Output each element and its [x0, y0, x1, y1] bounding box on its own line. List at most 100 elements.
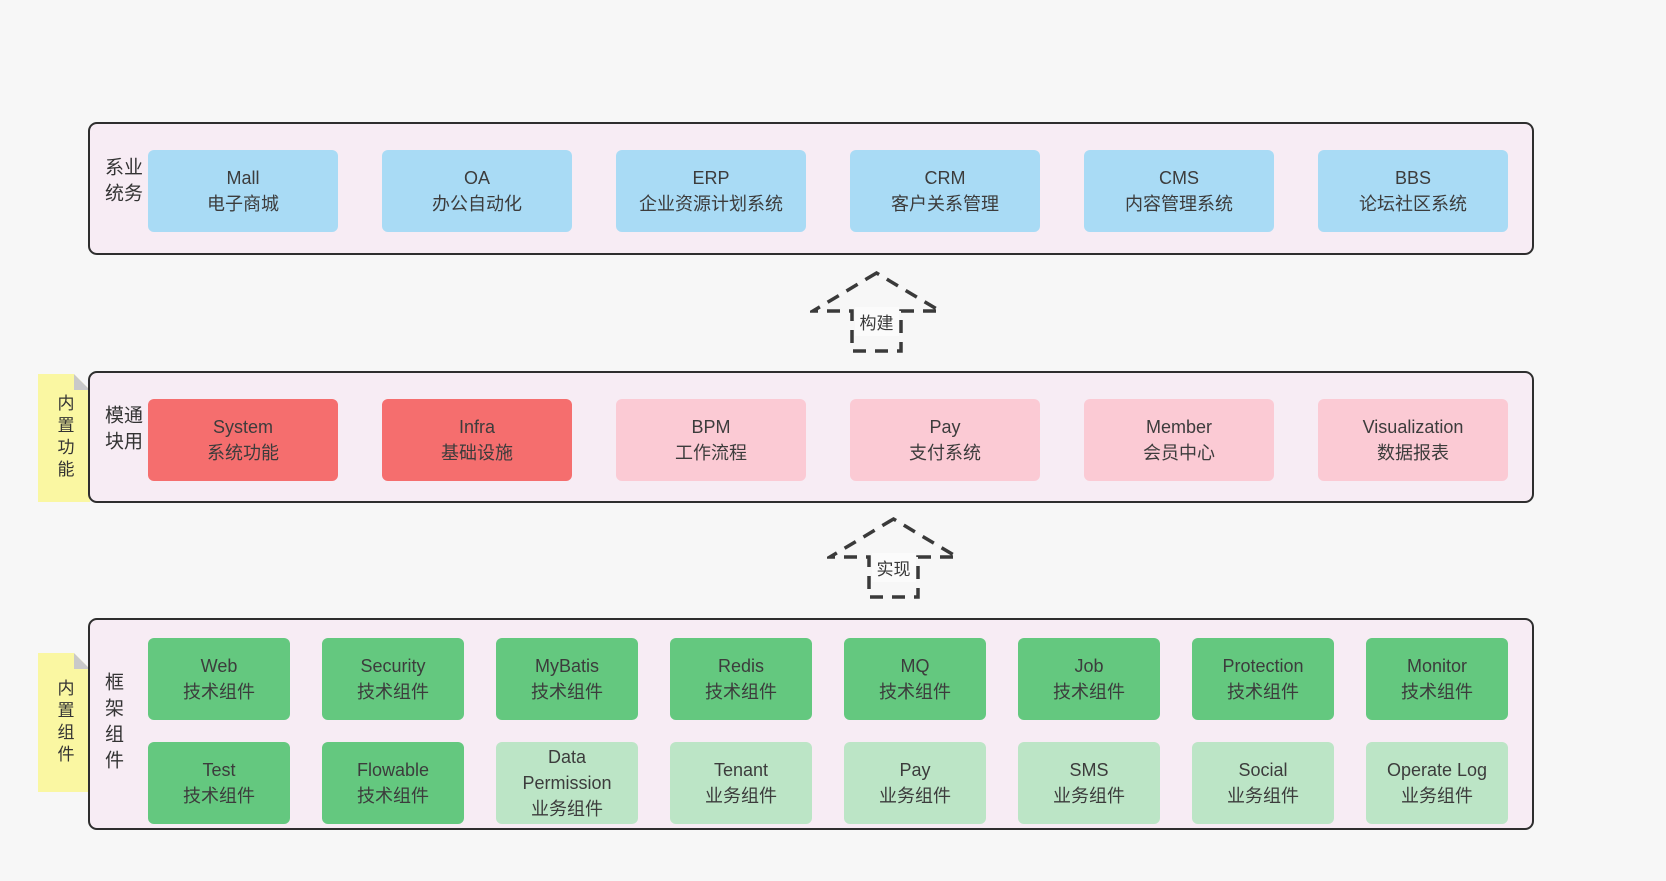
- box-subtitle: 企业资源计划系统: [639, 194, 783, 214]
- box-subtitle: 电子商城: [207, 194, 279, 214]
- box-title: Test: [202, 760, 236, 780]
- box-title: Visualization: [1362, 417, 1464, 437]
- diagram-box-sms: SMS 业务组件: [1018, 742, 1160, 824]
- diagram-box-cms: CMS 内容管理系统: [1084, 150, 1274, 232]
- box-title: Data Permission: [522, 747, 612, 793]
- box-subtitle: 技术组件: [183, 682, 255, 702]
- band-side-label: 业务系统: [102, 156, 142, 209]
- box-subtitle: 论坛社区系统: [1359, 194, 1467, 214]
- diagram-box-visualization: Visualization 数据报表: [1318, 399, 1508, 481]
- box-subtitle: 办公自动化: [432, 194, 522, 214]
- band-side-label: 框架组件: [102, 672, 123, 776]
- up-arrow-icon: [827, 516, 960, 599]
- diagram-box-pay: Pay 业务组件: [844, 742, 986, 824]
- box-title: Redis: [717, 656, 765, 676]
- box-subtitle: 内容管理系统: [1125, 194, 1233, 214]
- box-title: Operate Log: [1386, 760, 1488, 780]
- arrow-label: 构建: [854, 307, 899, 336]
- box-title: BPM: [691, 417, 731, 437]
- diagram-box-monitor: Monitor 技术组件: [1366, 638, 1508, 720]
- box-title: System: [212, 417, 273, 437]
- diagram-box-web: Web 技术组件: [148, 638, 290, 720]
- business-boxes: Mall 电子商城 OA 办公自动化 ERP 企业资源计划系统 CRM 客户关系管理 CMS 内容…: [148, 150, 1508, 232]
- box-title: OA: [463, 168, 490, 188]
- box-subtitle: 客户关系管理: [891, 194, 999, 214]
- box-title: Protection: [1222, 656, 1304, 676]
- box-subtitle: 技术组件: [357, 682, 429, 702]
- arrow-label: 实现: [871, 553, 916, 582]
- diagram-box-mq: MQ 技术组件: [844, 638, 986, 720]
- box-subtitle: 业务组件: [1401, 786, 1473, 806]
- box-title: Member: [1145, 417, 1212, 437]
- box-title: Web: [200, 656, 238, 676]
- box-subtitle: 技术组件: [879, 682, 951, 702]
- sticky-note-builtin-components: 内置组件: [38, 653, 90, 792]
- box-subtitle: 技术组件: [1227, 682, 1299, 702]
- diagram-box-oa: OA 办公自动化: [382, 150, 572, 232]
- box-subtitle: 基础设施: [441, 443, 513, 463]
- diagram-box-security: Security 技术组件: [322, 638, 464, 720]
- box-title: MyBatis: [534, 656, 599, 676]
- box-subtitle: 技术组件: [705, 682, 777, 702]
- diagram-box-member: Member 会员中心: [1084, 399, 1274, 481]
- diagram-box-social: Social 业务组件: [1192, 742, 1334, 824]
- box-title: CRM: [924, 168, 966, 188]
- diagram-box-protection: Protection 技术组件: [1192, 638, 1334, 720]
- business-systems-band: 业务系统 Mall 电子商城 OA 办公自动化 ERP 企业资源计划系统 CRM 客户关系管理…: [88, 122, 1534, 255]
- box-title: CMS: [1159, 168, 1199, 188]
- diagram-box-system: System 系统功能: [148, 399, 338, 481]
- diagram-box-job: Job 技术组件: [1018, 638, 1160, 720]
- box-title: Monitor: [1406, 656, 1468, 676]
- diagram-box-pay: Pay 支付系统: [850, 399, 1040, 481]
- box-title: ERP: [692, 168, 730, 188]
- diagram-box-test: Test 技术组件: [148, 742, 290, 824]
- build-arrow: 构建: [810, 270, 943, 354]
- diagram-box-bpm: BPM 工作流程: [616, 399, 806, 481]
- box-title: Security: [360, 656, 426, 676]
- diagram-box-bbs: BBS 论坛社区系统: [1318, 150, 1508, 232]
- box-subtitle: 系统功能: [207, 443, 279, 463]
- box-title: Job: [1074, 656, 1104, 676]
- box-subtitle: 技术组件: [1053, 682, 1125, 702]
- box-subtitle: 技术组件: [531, 682, 603, 702]
- box-title: SMS: [1069, 760, 1109, 780]
- box-subtitle: 工作流程: [675, 443, 747, 463]
- up-arrow-icon: [810, 270, 943, 353]
- box-subtitle: 技术组件: [1401, 682, 1473, 702]
- diagram-box-redis: Redis 技术组件: [670, 638, 812, 720]
- note-label: 内置功能: [54, 394, 74, 482]
- box-subtitle: 业务组件: [1227, 786, 1299, 806]
- box-title: BBS: [1394, 168, 1432, 188]
- band-side-label: 通用模块: [102, 405, 142, 457]
- box-subtitle: 业务组件: [879, 786, 951, 806]
- box-title: Tenant: [713, 760, 769, 780]
- box-title: Pay: [899, 760, 931, 780]
- box-subtitle: 业务组件: [1053, 786, 1125, 806]
- box-title: MQ: [900, 656, 930, 676]
- box-subtitle: 技术组件: [183, 786, 255, 806]
- diagram-box-crm: CRM 客户关系管理: [850, 150, 1040, 232]
- diagram-box-tenant: Tenant 业务组件: [670, 742, 812, 824]
- diagram-box-mybatis: MyBatis 技术组件: [496, 638, 638, 720]
- diagram-box-data-permission: Data Permission 业务组件: [496, 742, 638, 824]
- box-title: Pay: [929, 417, 961, 437]
- box-subtitle: 会员中心: [1143, 443, 1215, 463]
- diagram-box-operate-log: Operate Log 业务组件: [1366, 742, 1508, 824]
- box-title: Mall: [226, 168, 260, 188]
- box-subtitle: 支付系统: [909, 443, 981, 463]
- box-subtitle: 业务组件: [531, 799, 603, 819]
- box-subtitle: 技术组件: [357, 786, 429, 806]
- box-title: Social: [1238, 760, 1288, 780]
- box-subtitle: 数据报表: [1377, 443, 1449, 463]
- note-label: 内置组件: [54, 678, 74, 767]
- sticky-note-builtin-features: 内置功能: [38, 374, 90, 502]
- box-subtitle: 业务组件: [705, 786, 777, 806]
